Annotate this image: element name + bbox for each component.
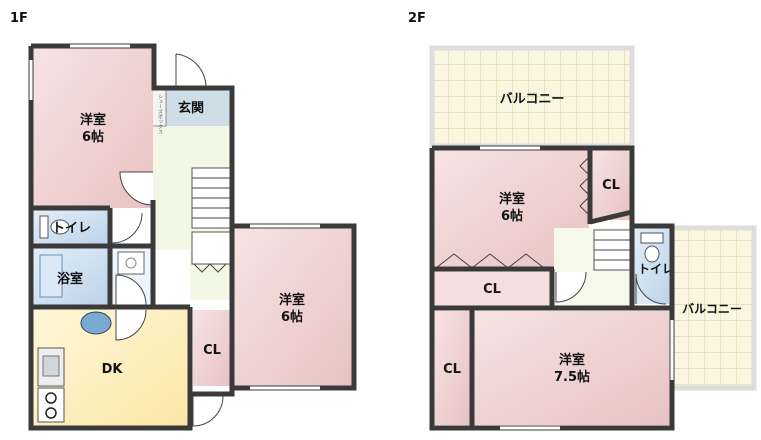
washbasin-drain-icon xyxy=(125,257,137,269)
balcony-right-label: バルコニー xyxy=(682,302,742,316)
western-room-nw-size: 6帖 xyxy=(82,129,104,145)
western-room-s-name: 洋室 xyxy=(559,352,585,368)
closet-door-icon xyxy=(555,271,587,303)
shoe-box-label: シューズボックス xyxy=(157,94,163,134)
closet-1f-label: CL xyxy=(203,343,221,358)
entrance-door-icon xyxy=(175,53,207,88)
bathroom-label: 浴室 xyxy=(57,271,83,287)
toilet-bowl-icon xyxy=(644,245,660,263)
western-room-n-name: 洋室 xyxy=(499,191,525,207)
western-room-nw-name: 洋室 xyxy=(80,112,106,128)
western-room-s xyxy=(472,311,670,425)
floor-2f-title: 2F xyxy=(408,11,426,26)
dk-exit-door-icon xyxy=(192,395,224,427)
western-room-e xyxy=(234,228,352,386)
folding-door-icon xyxy=(193,263,227,273)
toilet-door-icon xyxy=(635,273,667,305)
closet-2f-mid xyxy=(434,270,552,306)
closet-1f xyxy=(193,310,231,386)
balcony-top xyxy=(429,45,635,149)
dk-door-icon xyxy=(115,309,147,341)
closet-2f-n-label: CL xyxy=(602,178,620,193)
toilet-tank-icon xyxy=(640,232,664,244)
storage-under-stairs xyxy=(191,231,231,265)
balcony-top-label: バルコニー xyxy=(500,92,565,107)
folding-door-icon xyxy=(579,155,591,217)
western-room-e-name: 洋室 xyxy=(279,292,305,308)
toilet-door-icon xyxy=(111,212,143,244)
walls-1f xyxy=(28,43,357,431)
bathtub-icon xyxy=(39,254,63,298)
closet-2f-mid-label: CL xyxy=(483,282,501,297)
burner-icon xyxy=(45,392,57,404)
bath-door-icon xyxy=(115,274,147,306)
toilet-tank-icon xyxy=(39,215,49,239)
walls-2f xyxy=(429,145,675,431)
western-room-s-size: 7.5帖 xyxy=(554,369,590,385)
western-room-n-size: 6帖 xyxy=(501,208,523,224)
closet-2f-w-label: CL xyxy=(443,362,461,377)
closet-2f-w xyxy=(434,311,470,425)
room-door-icon xyxy=(119,171,154,206)
closet-2f-n xyxy=(592,150,630,220)
toilet-bowl-icon xyxy=(50,219,70,235)
dk-label: DK xyxy=(102,362,124,377)
floor-1f-title: 1F xyxy=(10,11,28,26)
toilet-2f-label: トイレ xyxy=(638,262,674,276)
western-room-e-size: 6帖 xyxy=(281,309,303,325)
burner-icon xyxy=(45,407,57,419)
washbasin-icon xyxy=(117,251,145,275)
sink-basin-icon xyxy=(42,355,60,377)
entrance-label: 玄関 xyxy=(178,100,204,116)
toilet-1f-label: トイレ xyxy=(52,221,91,236)
washing-machine-icon xyxy=(80,311,112,335)
folding-door-icon xyxy=(435,253,545,269)
balcony-right xyxy=(669,225,757,391)
